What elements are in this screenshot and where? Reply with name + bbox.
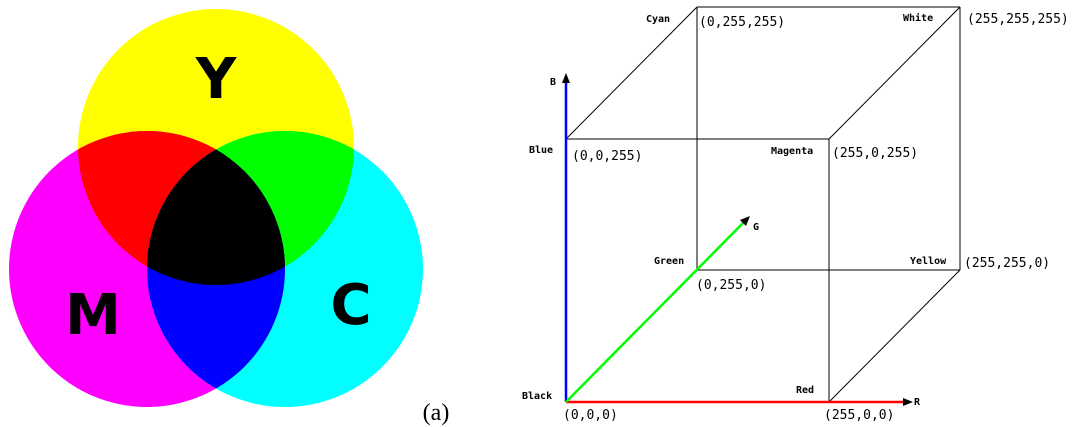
vertex-name-yellow: Yellow xyxy=(910,256,947,267)
vertex-coord-blue: (0,0,255) xyxy=(572,149,642,164)
figure-caption: (a) xyxy=(423,400,450,426)
black-overlap xyxy=(147,131,285,285)
vertex-name-blue: Blue xyxy=(529,145,553,156)
vertex-coord-red: (255,0,0) xyxy=(824,408,894,423)
axis-label-g: G xyxy=(753,222,759,233)
vertex-name-white: White xyxy=(903,12,933,24)
cube-edge xyxy=(565,6,698,140)
cube-edge xyxy=(828,6,961,140)
venn-label-m: M xyxy=(65,283,121,348)
vertex-coord-magenta: (255,0,255) xyxy=(832,146,918,161)
vertex-coord-green: (0,255,0) xyxy=(696,278,766,293)
vertex-name-cyan: Cyan xyxy=(646,14,670,25)
vertex-name-black: Black xyxy=(522,391,552,402)
b-axis-arrowhead xyxy=(562,73,570,83)
axis-label-r: R xyxy=(914,397,921,408)
vertex-coord-cyan: (0,255,255) xyxy=(699,15,785,30)
venn-label-c: C xyxy=(330,273,371,338)
vertex-name-red: Red xyxy=(796,385,814,396)
vertex-coord-black: (0,0,0) xyxy=(563,408,618,423)
vertex-coord-yellow: (255,255,0) xyxy=(964,256,1050,271)
vertex-coord-white: (255,255,255) xyxy=(967,12,1069,27)
cmy-venn-diagram: Y M C xyxy=(9,9,423,407)
cube-edge xyxy=(828,269,961,403)
venn-label-y: Y xyxy=(195,47,238,112)
rgb-cube-diagram: R B G Black Red Green Yellow Blue Magent… xyxy=(522,6,1069,423)
r-axis-arrowhead xyxy=(903,398,913,406)
g-axis-arrowhead xyxy=(740,216,750,226)
g-axis xyxy=(565,221,745,403)
vertex-name-magenta: Magenta xyxy=(771,146,813,157)
axis-label-b: B xyxy=(550,77,556,88)
vertex-name-green: Green xyxy=(654,256,684,267)
